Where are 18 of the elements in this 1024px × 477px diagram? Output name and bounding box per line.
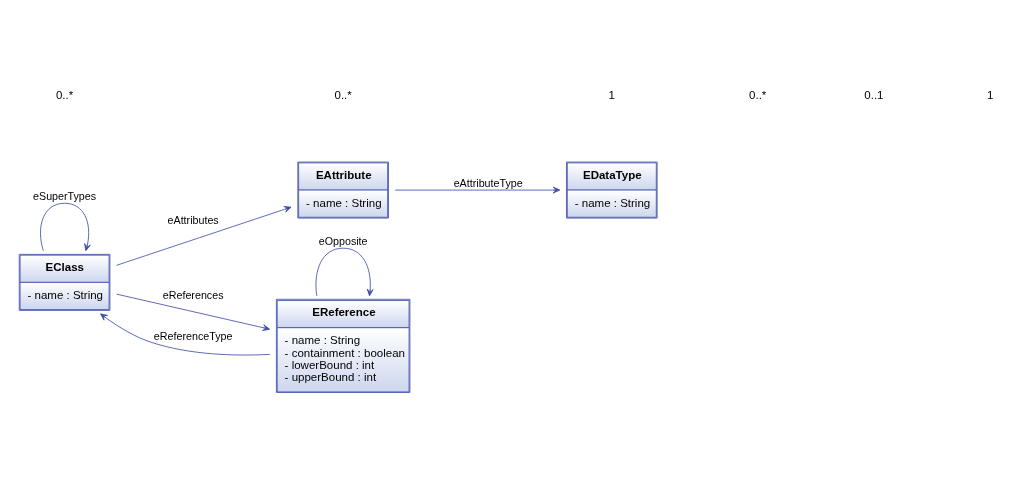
arrow — [394, 186, 560, 194]
label: 0..* — [748, 89, 766, 102]
arrow — [115, 206, 291, 266]
edge-label: eOpposite — [318, 235, 368, 248]
arrow — [99, 313, 270, 356]
label: 0..* — [55, 89, 73, 102]
arrow — [315, 247, 374, 297]
label: 1 — [986, 89, 993, 102]
arrow — [115, 293, 270, 331]
label: 0..* — [333, 89, 352, 102]
edge-label: eReferences — [162, 289, 223, 302]
edge-label: eSuperTypes — [32, 190, 96, 203]
edge-label: eReferenceType — [153, 329, 232, 342]
label: 0..1 — [863, 89, 883, 102]
label: 1 — [608, 89, 615, 102]
edge-label: eAttributeType — [453, 177, 523, 190]
arrow — [39, 202, 91, 252]
edge-label: eAttributes — [167, 214, 219, 227]
